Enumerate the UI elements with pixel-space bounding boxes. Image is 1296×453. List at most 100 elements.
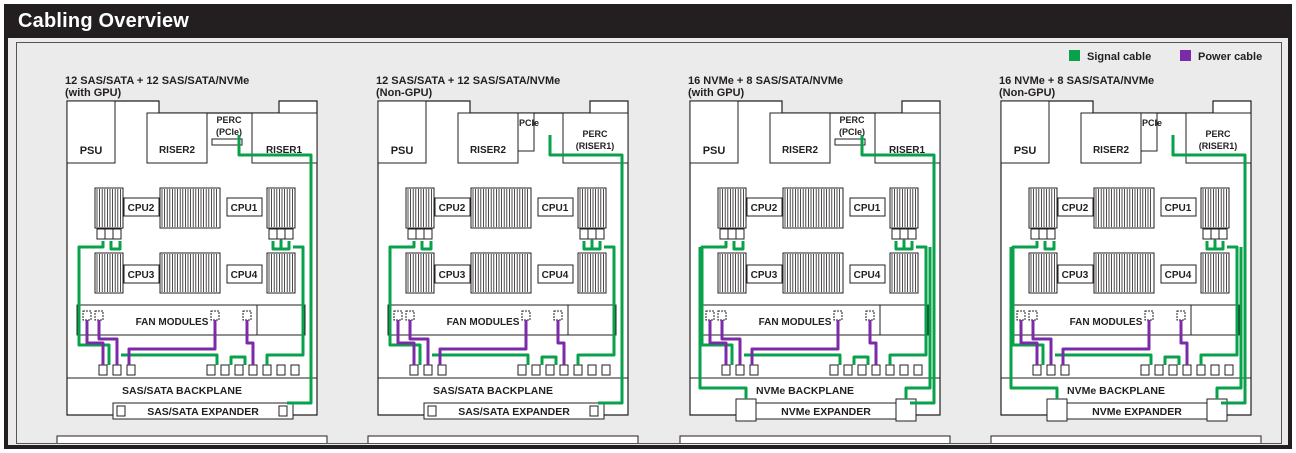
legend-power-label: Power cable	[1198, 51, 1262, 63]
cpu-cable-connector	[407, 228, 417, 240]
backplane-label: NVMe BACKPLANE	[756, 385, 854, 397]
backplane-connector	[1182, 364, 1192, 376]
perc-label: PERC	[1205, 129, 1231, 139]
power-cable	[85, 320, 105, 365]
signal-cable	[1011, 241, 1045, 365]
backplane-connector	[262, 364, 272, 376]
backplane-connector	[749, 364, 759, 376]
cpu-cable-connector	[907, 228, 917, 240]
riser2-label: RISER2	[159, 145, 196, 156]
backplane-connector	[1224, 364, 1234, 376]
power-cable	[396, 320, 416, 365]
cpu3-label: CPU3	[1062, 270, 1089, 281]
backplane-connector	[587, 364, 597, 376]
psu-bay	[1000, 100, 1050, 164]
config-subtitle: (with GPU)	[65, 87, 122, 99]
backplane-connector	[98, 364, 108, 376]
backplane-connector	[248, 364, 258, 376]
signal-cable	[852, 355, 870, 365]
power-cable	[408, 320, 430, 365]
cpu4	[849, 264, 886, 284]
cpu4-label: CPU4	[542, 270, 569, 281]
cpu-cable-connector	[1218, 228, 1228, 240]
dimm-bank	[94, 252, 124, 294]
backplane-connector	[829, 364, 839, 376]
header-bar: Cabling Overview	[8, 8, 1288, 38]
expander-board	[112, 402, 294, 420]
psu-label: PSU	[1014, 145, 1037, 157]
dimm-bank	[782, 187, 844, 229]
cpu1-label: CPU1	[231, 203, 258, 214]
signal-cable	[548, 135, 624, 405]
dimm-bank	[266, 252, 296, 294]
pcie-label: PCIe	[519, 118, 539, 128]
cpu4-label: CPU4	[231, 270, 258, 281]
riser2-label: RISER2	[782, 145, 819, 156]
riser2-slot	[146, 112, 208, 164]
psu-label: PSU	[703, 145, 726, 157]
expander-board	[423, 402, 605, 420]
cpu-cable-connector	[1202, 228, 1212, 240]
config-subtitle: (with GPU)	[688, 87, 745, 99]
backplane-connector	[423, 364, 433, 376]
backplane-connector	[220, 364, 230, 376]
cpu-cable-connector	[268, 228, 278, 240]
front-bezel	[367, 435, 639, 443]
backplane-connector	[1154, 364, 1164, 376]
signal-cable	[1043, 241, 1056, 251]
riser2-label: RISER2	[1093, 145, 1130, 156]
perc-card	[211, 138, 243, 146]
cpu3	[1057, 264, 1094, 284]
page-title: Cabling Overview	[18, 10, 190, 32]
dimm-bank	[470, 187, 532, 229]
expander-connector	[427, 405, 437, 417]
cpu-cable-connector	[891, 228, 901, 240]
dimm-bank	[470, 252, 532, 294]
backplane-connector	[559, 364, 569, 376]
signal-cable	[1205, 239, 1225, 251]
signal-cable	[109, 241, 122, 251]
signal-cable	[229, 355, 247, 365]
signal-cable	[888, 245, 928, 365]
signal-cable	[732, 241, 745, 251]
dimm-bank	[405, 252, 435, 294]
front-bezel	[56, 435, 328, 443]
dimm-bank	[405, 187, 435, 229]
cpu2	[123, 197, 160, 217]
backplane-connector	[721, 364, 731, 376]
cpu4-label: CPU4	[854, 270, 881, 281]
backplane-connector	[1196, 364, 1206, 376]
psu-bay	[66, 100, 116, 164]
cpu2	[746, 197, 783, 217]
front-bezel	[990, 435, 1262, 443]
signal-cable	[744, 353, 842, 365]
backplane-connector	[437, 364, 447, 376]
power-cable	[1031, 320, 1053, 365]
cpu-cable-connector	[104, 228, 114, 240]
riser2-slot	[1080, 112, 1142, 164]
pcie-slot	[517, 112, 535, 152]
dimm-bank	[889, 252, 919, 294]
config-subtitle: (Non-GPU)	[376, 87, 433, 99]
dimm-bank	[577, 187, 607, 229]
cpu-cable-connector	[1046, 228, 1056, 240]
backplane-connector	[1140, 364, 1150, 376]
cpu4-label: CPU4	[1165, 270, 1192, 281]
backplane-connector	[871, 364, 881, 376]
config-title: 16 NVMe + 8 SAS/SATA/NVMe	[999, 75, 1154, 87]
backplane-connector	[1210, 364, 1220, 376]
fan-modules-label: FAN MODULES	[136, 317, 209, 328]
dimm-bank	[159, 187, 221, 229]
cpu1	[1160, 197, 1197, 217]
signal-cable	[121, 353, 219, 365]
psu-bay	[689, 100, 739, 164]
power-cable	[868, 320, 878, 365]
cpu2-label: CPU2	[751, 203, 778, 214]
expander-port	[735, 398, 757, 422]
backplane-connector	[1046, 364, 1056, 376]
cpu3	[434, 264, 471, 284]
psu-label: PSU	[391, 145, 414, 157]
cpu-cable-connector	[1210, 228, 1220, 240]
